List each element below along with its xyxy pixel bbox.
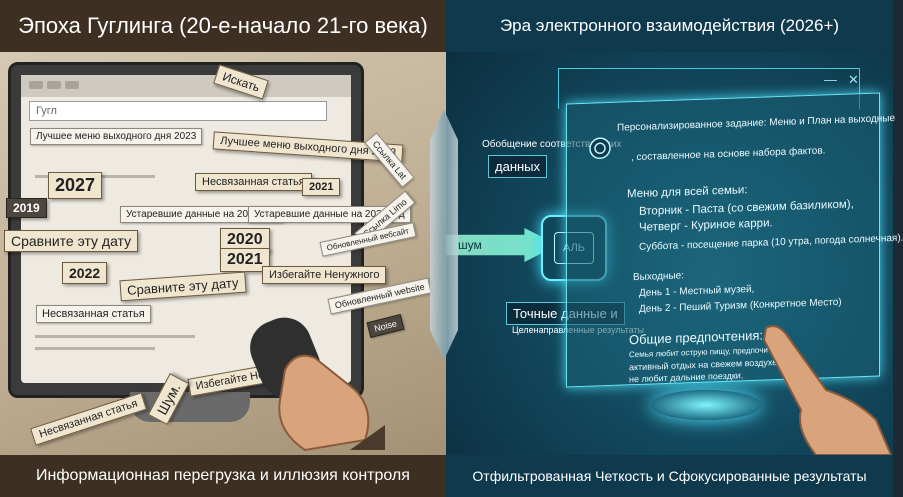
tab-icon xyxy=(65,81,79,89)
browser-toolbar xyxy=(21,75,351,97)
text-line xyxy=(35,347,155,350)
hologram-panel: Персонализированное задание: Меню и План… xyxy=(566,92,903,388)
hand-icon xyxy=(278,354,385,452)
note-unrelated-article: Несвязанная статья xyxy=(30,392,147,446)
weekend-item: День 2 - Пеший Туризм (Конкретное Место) xyxy=(639,296,842,315)
summary-label: данных xyxy=(488,155,548,178)
note-unrelated-article: Несвязанная статья xyxy=(195,173,312,191)
family-menu-item: Суббота - посещение парка (10 утра, пого… xyxy=(639,232,903,253)
right-header: Эра электронного взаимодействия (2026+) xyxy=(446,0,893,52)
ai-assistant-icon xyxy=(589,137,611,160)
note-year: 2021 xyxy=(302,178,341,196)
weekend-title: Выходные: xyxy=(633,270,684,284)
text-line xyxy=(35,335,195,338)
note-year: 2022 xyxy=(62,262,108,284)
hologram-projector xyxy=(651,390,761,420)
family-menu-item: Четверг - Куриное карри. xyxy=(639,217,773,234)
preferences-title: Общие предпочтения: xyxy=(629,327,764,348)
glass-divider xyxy=(430,110,458,360)
tab-icon xyxy=(47,81,61,89)
left-footer: Информационная перегрузка и иллюзия конт… xyxy=(0,455,446,497)
minimize-icon[interactable]: — xyxy=(824,72,837,87)
family-menu-title: Меню для всей семьи: xyxy=(627,184,748,201)
hologram-window-frame xyxy=(558,68,860,109)
weekend-item: День 1 - Местный музей, xyxy=(639,283,755,299)
family-menu-item: Вторник - Паста (со свежим базиликом), xyxy=(639,198,854,218)
search-input[interactable]: Гугл xyxy=(29,101,327,121)
pointing-hand-icon xyxy=(762,325,893,456)
ai-era-panel: Эра электронного взаимодействия (2026+) … xyxy=(446,0,903,497)
googling-era-panel: Эпоха Гуглинга (20-е-начало 21-го века) … xyxy=(0,0,446,497)
browser-screen: Гугл xyxy=(21,75,351,383)
task-line: Персонализированное задание: Меню и План… xyxy=(617,112,896,134)
right-footer: Отфильтрованная Четкость и Сфокусированн… xyxy=(446,455,893,497)
note-avoid-unnecessary: Избегайте Ненужного xyxy=(262,266,387,284)
task-line: , составленное на основе набора фактов. xyxy=(631,145,826,164)
note-outdated-data: Устаревшие данные на 2021 год xyxy=(120,206,283,223)
note-year: 2019 xyxy=(6,198,47,218)
tab-icon xyxy=(29,81,43,89)
preferences-line: не любит дальние поездки. xyxy=(629,370,744,385)
monitor-stand xyxy=(130,392,250,422)
note-unrelated-article: Несвязанная статья xyxy=(36,305,151,323)
left-header: Эпоха Гуглинга (20-е-начало 21-го века) xyxy=(0,0,446,52)
note-year: 2027 xyxy=(48,172,103,199)
summary-label: Обобщение соответствующих xyxy=(482,139,622,150)
monitor: Гугл xyxy=(8,62,364,398)
close-icon[interactable]: ✕ xyxy=(848,72,859,87)
note-menu: Лучшее меню выходного дня 2023 xyxy=(30,128,203,145)
note-compare-date: Сравните эту дату xyxy=(4,230,139,252)
note-year: 2021 xyxy=(220,248,270,272)
